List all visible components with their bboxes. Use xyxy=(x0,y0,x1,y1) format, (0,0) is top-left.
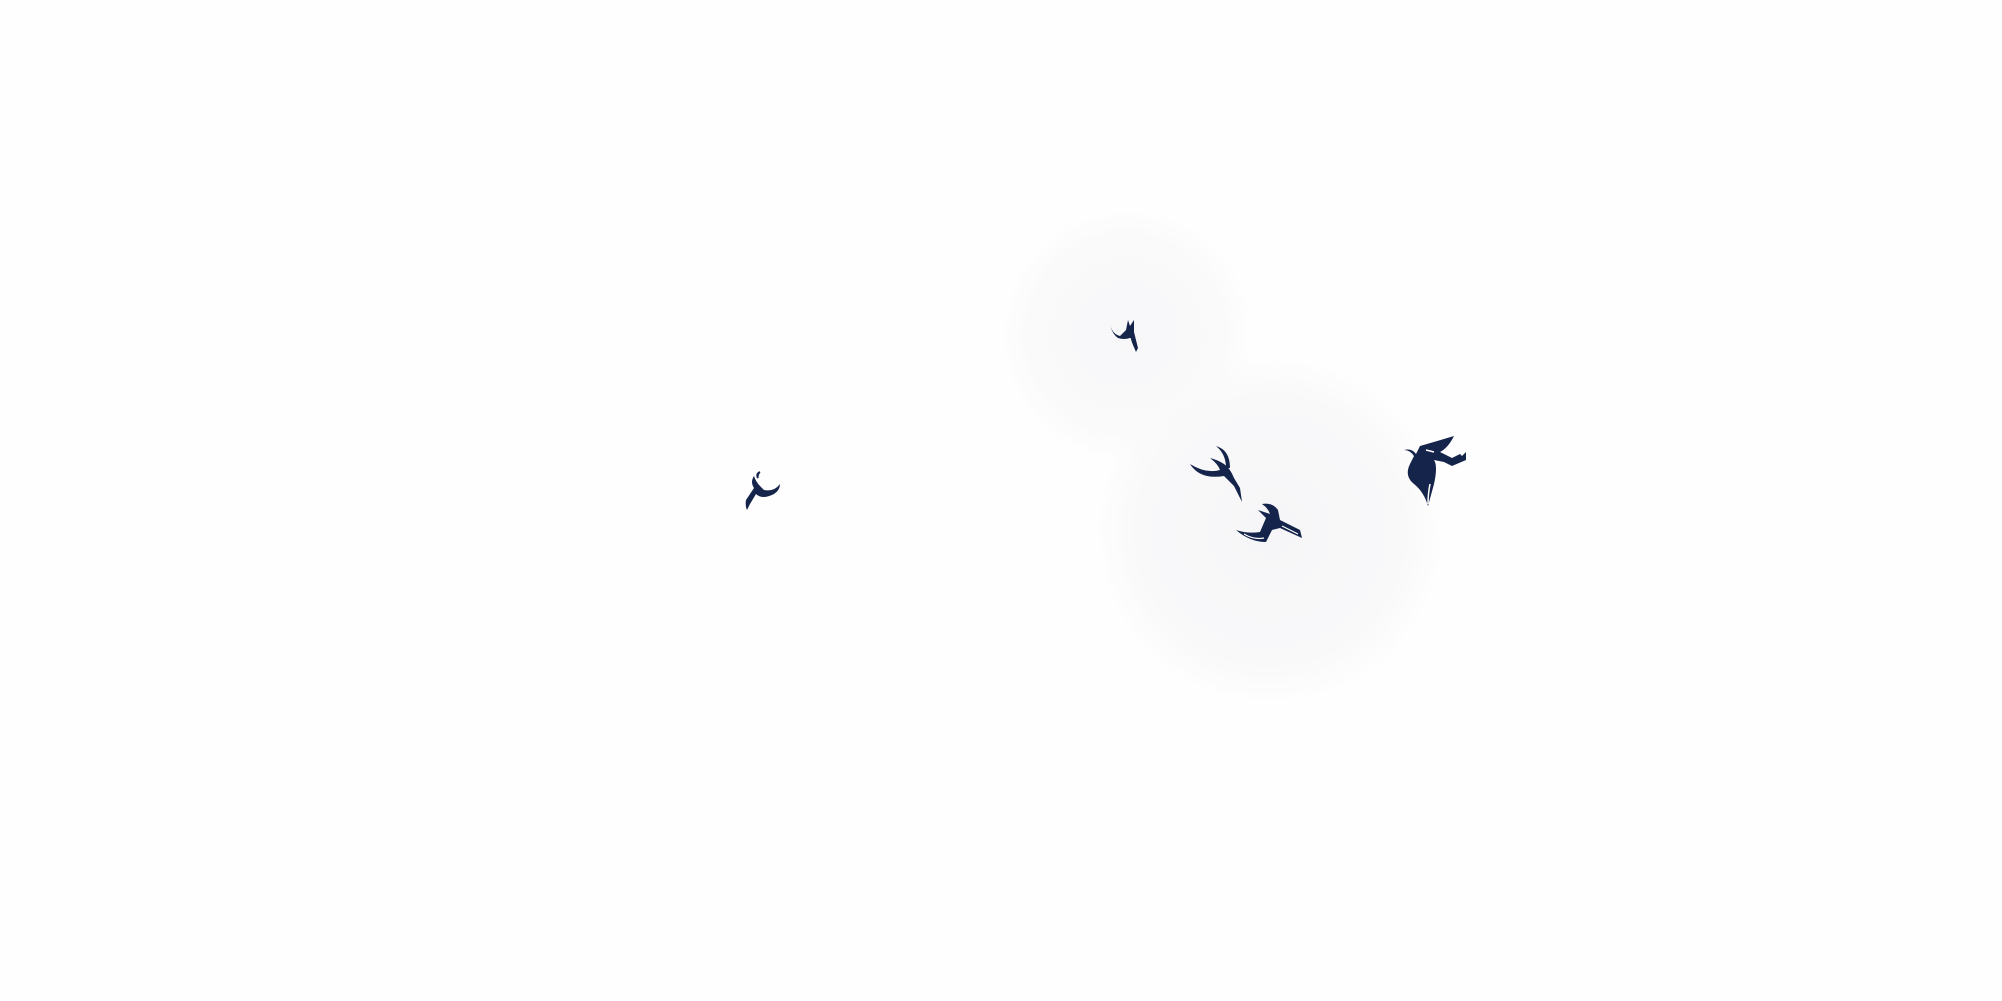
bird-icon xyxy=(1190,446,1250,506)
bird-icon xyxy=(1236,502,1304,546)
bird-icon xyxy=(742,470,782,512)
bird-icon xyxy=(1108,318,1144,354)
bird-icon xyxy=(1404,436,1470,508)
